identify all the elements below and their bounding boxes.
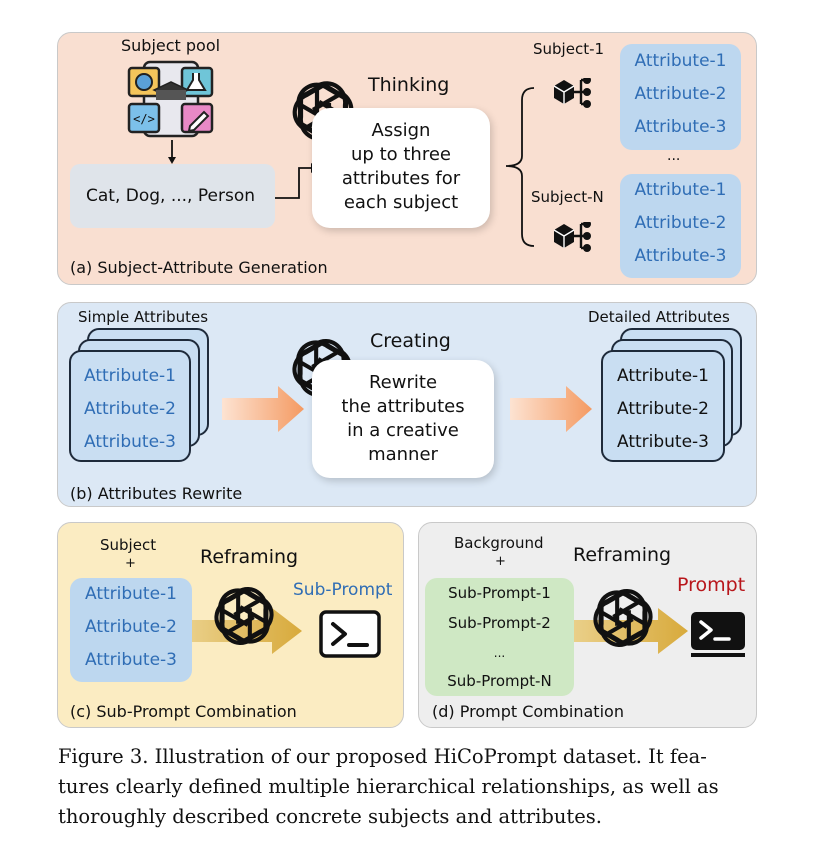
- attributes-box-sub-prompt: Attribute-1 Attribute-2 Attribute-3: [70, 578, 192, 682]
- subject-pool-icon: </>: [127, 60, 214, 138]
- thinking-label: Thinking: [368, 74, 450, 96]
- subject-label: Subject: [100, 536, 157, 554]
- rewrite-line-3: in a creative: [347, 420, 459, 441]
- rewrite-bubble: Rewrite the attributes in a creative man…: [312, 360, 494, 478]
- rewrite-line-1: Rewrite: [368, 372, 438, 393]
- attribute-item: Attribute-1: [83, 366, 176, 386]
- sub-prompt-item: Sub-Prompt-N: [447, 672, 552, 690]
- figure-caption: Figure 3. Illustration of our proposed H…: [58, 742, 770, 832]
- attribute-item: Attribute-3: [83, 432, 176, 452]
- terminal-filled-icon: [691, 612, 745, 657]
- assign-bubble: Assign up to three attributes for each s…: [312, 108, 490, 228]
- attribute-item: Attribute-3: [616, 432, 709, 452]
- arrow-right-icon: [222, 386, 304, 432]
- subjects-list-text: Cat, Dog, ..., Person: [86, 186, 255, 206]
- simple-attributes-label: Simple Attributes: [78, 308, 209, 326]
- attribute-item: Attribute-2: [616, 399, 709, 419]
- caption-line-3: thoroughly described concrete subjects a…: [58, 805, 602, 828]
- reframing-label: Reframing: [200, 546, 299, 568]
- attribute-item: Attribute-2: [83, 399, 176, 419]
- arrow-down-icon: [168, 140, 176, 164]
- attribute-item: Attribute-2: [634, 213, 727, 233]
- attribute-item: Attribute-1: [634, 51, 727, 71]
- attributes-box-subject-1: Attribute-1 Attribute-2 Attribute-3: [620, 44, 741, 150]
- subject-n-label: Subject-N: [531, 188, 604, 206]
- caption-line-1: Figure 3. Illustration of our proposed H…: [58, 745, 707, 768]
- terminal-icon: [319, 610, 381, 658]
- reframing-label: Reframing: [573, 544, 672, 566]
- plus-label: +: [495, 554, 506, 569]
- assign-line-1: Assign: [371, 120, 431, 141]
- big-brace-icon: [505, 87, 535, 247]
- sub-prompt-item: Sub-Prompt-1: [448, 584, 551, 602]
- background-label: Background: [454, 534, 544, 552]
- reframing-knot-icon: [585, 580, 661, 656]
- panel-d-label: (d) Prompt Combination: [432, 702, 624, 721]
- arrow-right-icon: [510, 386, 592, 432]
- caption-line-2: tures clearly defined multiple hierarchi…: [58, 775, 719, 798]
- panel-b-label: (b) Attributes Rewrite: [70, 484, 243, 503]
- subjects-list-box: [70, 164, 275, 228]
- sub-prompt-item: ...: [493, 646, 506, 660]
- detailed-attributes-label: Detailed Attributes: [588, 308, 730, 326]
- subject-1-label: Subject-1: [533, 40, 605, 58]
- hierarchy-icon-n: [554, 222, 593, 254]
- sub-prompts-box: Sub-Prompt-1 Sub-Prompt-2 ... Sub-Prompt…: [425, 578, 574, 696]
- panel-c-label: (c) Sub-Prompt Combination: [70, 702, 297, 721]
- assign-line-3: attributes for: [341, 168, 461, 189]
- detailed-attributes-card: Attribute-1 Attribute-2 Attribute-3: [601, 350, 725, 462]
- rewrite-line-2: the attributes: [341, 396, 465, 417]
- attribute-item: Attribute-2: [634, 84, 727, 104]
- simple-attributes-card: Attribute-1 Attribute-2 Attribute-3: [69, 350, 191, 462]
- creating-label: Creating: [370, 330, 451, 352]
- ellipsis: ...: [667, 148, 681, 164]
- plus-label: +: [125, 556, 136, 571]
- prompt-label: Prompt: [677, 574, 746, 596]
- assign-line-2: up to three: [351, 144, 451, 165]
- assign-line-4: each subject: [343, 192, 459, 213]
- reframing-knot-icon: [206, 578, 282, 654]
- panel-a-label: (a) Subject-Attribute Generation: [70, 258, 328, 277]
- attribute-item: Attribute-1: [634, 180, 727, 200]
- svg-text:</>: </>: [133, 112, 155, 126]
- attribute-item: Attribute-3: [634, 246, 727, 266]
- rewrite-line-4: manner: [368, 444, 438, 465]
- hierarchy-icon-1: [554, 78, 593, 110]
- subject-pool-label: Subject pool: [121, 36, 221, 55]
- sub-prompt-item: Sub-Prompt-2: [448, 614, 551, 632]
- attribute-item: Attribute-2: [84, 617, 177, 637]
- attribute-item: Attribute-3: [84, 650, 177, 670]
- attributes-box-subject-n: Attribute-1 Attribute-2 Attribute-3: [620, 174, 741, 278]
- attribute-item: Attribute-3: [634, 117, 727, 137]
- attribute-item: Attribute-1: [84, 584, 177, 604]
- attribute-item: Attribute-1: [616, 366, 709, 386]
- sub-prompt-label: Sub-Prompt: [293, 580, 393, 600]
